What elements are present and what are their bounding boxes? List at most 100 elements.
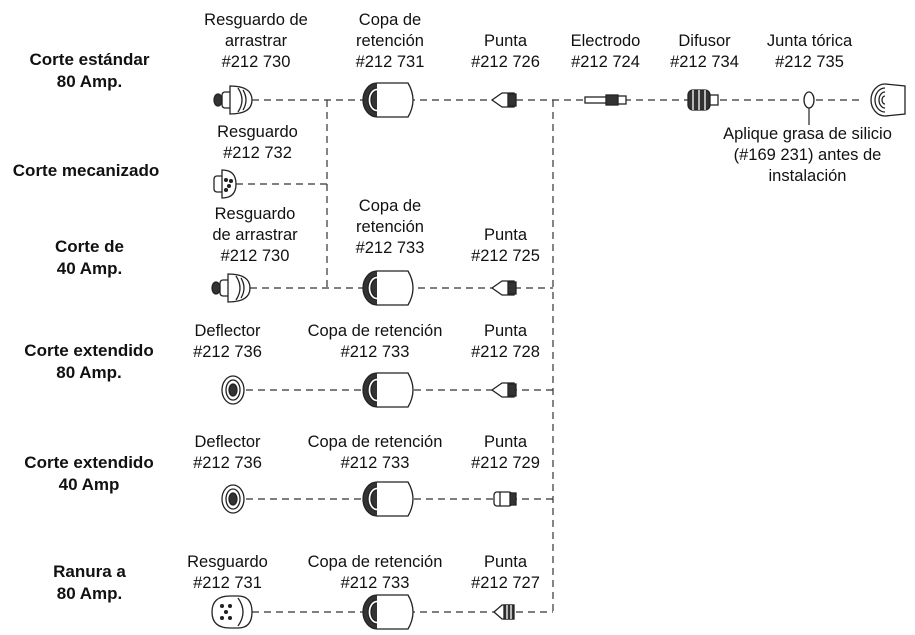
part-label-line: Punta — [483, 553, 528, 571]
row-label-line: 80 Amp. — [56, 363, 122, 382]
part-label-line: Deflector — [194, 433, 261, 451]
o-ring-icon — [803, 91, 815, 109]
retaining-cup-icon — [362, 270, 414, 306]
row-label-line: Corte mecanizado — [12, 161, 160, 180]
drag-shield-icon — [213, 85, 253, 115]
row-label-corte-40: Corte de 40 Amp. — [22, 236, 157, 280]
part-label-r4-deflector: Deflector #212 736 — [180, 321, 275, 363]
part-label-line: #212 733 — [340, 454, 410, 472]
part-label-r5-cup: Copa de retención #212 733 — [290, 432, 460, 474]
part-label-line: #212 728 — [471, 343, 540, 361]
part-label-line: #212 730 — [220, 247, 290, 265]
row-label-corte-extendido-80: Corte extendido 80 Amp. — [14, 340, 164, 384]
part-label-line: #212 732 — [223, 144, 292, 162]
part-label-line: Copa de retención — [307, 553, 443, 571]
row-label-line: 40 Amp. — [56, 259, 123, 278]
tip-icon — [490, 92, 517, 108]
part-label-r1-cup: Copa de retención #212 731 — [335, 10, 445, 73]
dashed-connectors — [236, 99, 862, 613]
part-label-line: de arrastrar — [212, 226, 298, 244]
tip-icon — [490, 280, 517, 296]
retaining-cup-icon — [362, 372, 414, 408]
part-label-line: Punta — [483, 226, 528, 244]
part-label-r1-shield: Resguardo de arrastrar #212 730 — [186, 10, 326, 73]
part-label-line: #212 724 — [571, 53, 640, 71]
part-label-line: #212 731 — [193, 574, 262, 592]
tip-icon — [493, 491, 517, 507]
part-label-line: Punta — [483, 433, 528, 451]
torch-head-icon — [870, 83, 906, 117]
electrode-icon — [584, 94, 627, 106]
part-label-line: #212 727 — [471, 574, 540, 592]
part-label-r1-electrode: Electrodo #212 724 — [558, 31, 653, 73]
part-label-line: Copa de — [358, 197, 422, 215]
note-line: (#169 231) antes de — [733, 146, 882, 164]
oring-note: Aplique grasa de silicio (#169 231) ante… — [700, 124, 915, 187]
part-label-line: Difusor — [678, 32, 731, 50]
row-label-line: Corte extendido — [24, 341, 154, 360]
part-label-line: Punta — [483, 32, 528, 50]
part-label-r1-diffuser: Difusor #212 734 — [657, 31, 752, 73]
part-label-line: Deflector — [194, 322, 261, 340]
row-label-line: Corte de — [55, 237, 124, 256]
part-label-line: #212 730 — [221, 53, 291, 71]
part-label-line: Copa de retención — [307, 322, 443, 340]
diffuser-icon — [687, 89, 719, 111]
row-label-line: 80 Amp. — [56, 584, 123, 603]
drag-shield-icon — [211, 273, 251, 303]
part-label-line: #212 735 — [775, 53, 844, 71]
part-label-r2-shield: Resguardo #212 732 — [200, 122, 315, 164]
deflector-icon — [221, 484, 245, 514]
part-label-line: retención — [356, 218, 424, 236]
row-label-line: 40 Amp — [58, 475, 120, 494]
part-label-r1-tip: Punta #212 726 — [458, 31, 553, 73]
row-label-line: Corte estándar — [29, 50, 150, 69]
row-label-corte-extendido-40: Corte extendido 40 Amp — [14, 452, 164, 496]
part-label-line: Resguardo — [217, 123, 298, 141]
part-label-line: arrastrar — [224, 32, 288, 50]
part-label-line: Copa de — [358, 11, 422, 29]
part-label-line: Resguardo — [187, 553, 268, 571]
tip-icon — [490, 382, 517, 398]
part-label-r3-shield: Resguardo de arrastrar #212 730 — [195, 204, 315, 267]
part-label-line: #212 736 — [193, 343, 262, 361]
part-label-line: Punta — [483, 322, 528, 340]
part-label-line: Resguardo de — [204, 11, 308, 29]
part-label-line: #212 733 — [340, 574, 410, 592]
part-label-line: #212 733 — [340, 343, 410, 361]
part-label-r6-cup: Copa de retención #212 733 — [290, 552, 460, 594]
part-label-r1-oring: Junta tórica #212 735 — [752, 31, 867, 73]
part-label-r3-tip: Punta #212 725 — [458, 225, 553, 267]
part-label-line: #212 726 — [471, 53, 540, 71]
part-label-line: retención — [356, 32, 424, 50]
part-label-r6-tip: Punta #212 727 — [458, 552, 553, 594]
note-line: Aplique grasa de silicio — [723, 125, 892, 143]
row-label-corte-estandar-80: Corte estándar 80 Amp. — [22, 49, 157, 93]
tip-icon — [493, 604, 515, 620]
part-label-line: #212 736 — [193, 454, 262, 472]
retaining-cup-icon — [362, 82, 414, 118]
row-label-ranura-80: Ranura a 80 Amp. — [22, 561, 157, 605]
retaining-cup-icon — [362, 481, 414, 517]
part-label-r3-cup: Copa de retención #212 733 — [335, 196, 445, 259]
part-label-line: #212 733 — [355, 239, 425, 257]
part-label-line: Junta tórica — [766, 32, 853, 50]
part-label-line: #212 729 — [471, 454, 540, 472]
deflector-icon — [221, 375, 245, 405]
part-label-r4-tip: Punta #212 728 — [458, 321, 553, 363]
note-line: instalación — [768, 167, 847, 185]
shield-icon — [213, 169, 237, 199]
part-label-line: Electrodo — [570, 32, 641, 50]
gouging-shield-icon — [211, 595, 253, 629]
row-label-line: Ranura a — [53, 562, 126, 581]
part-label-r5-deflector: Deflector #212 736 — [180, 432, 275, 474]
part-label-line: #212 734 — [670, 53, 739, 71]
part-label-r5-tip: Punta #212 729 — [458, 432, 553, 474]
part-label-line: #212 725 — [471, 247, 540, 265]
part-label-line: #212 731 — [355, 53, 425, 71]
part-label-r6-shield: Resguardo #212 731 — [180, 552, 275, 594]
part-label-r4-cup: Copa de retención #212 733 — [290, 321, 460, 363]
part-label-line: Copa de retención — [307, 433, 443, 451]
part-label-line: Resguardo — [214, 205, 296, 223]
